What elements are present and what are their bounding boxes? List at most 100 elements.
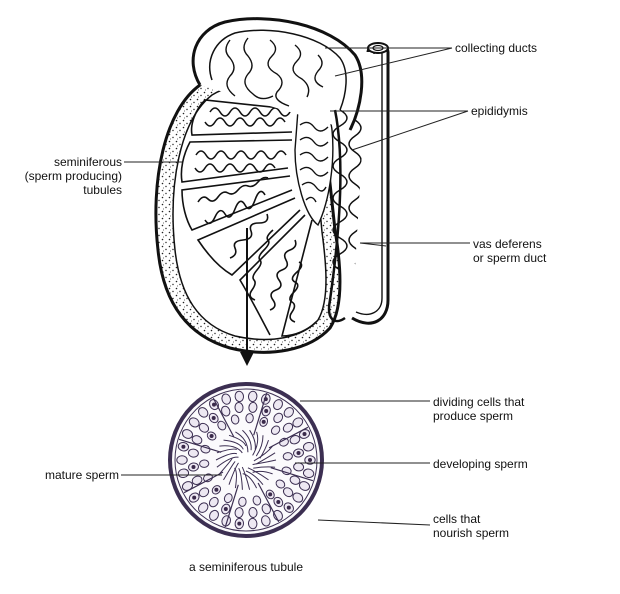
nourishing-cell bbox=[178, 438, 222, 453]
tubule-cell bbox=[273, 509, 283, 521]
sperm-tail bbox=[223, 439, 244, 450]
sperm-tail bbox=[216, 456, 239, 468]
tubule-cell bbox=[230, 414, 240, 425]
tubule-cell bbox=[234, 402, 244, 413]
tubule-cell bbox=[203, 473, 213, 483]
tubule-cell bbox=[302, 441, 315, 452]
tubule-cell bbox=[223, 493, 233, 504]
tubule-cell bbox=[198, 407, 209, 418]
label-nourish-cells-line-2: nourish sperm bbox=[433, 526, 510, 540]
cell-nucleus bbox=[191, 465, 196, 469]
tubule-cell bbox=[191, 475, 203, 485]
sperm-tail bbox=[219, 458, 233, 475]
tubule-cell bbox=[248, 401, 258, 413]
tubule-cell bbox=[198, 502, 209, 513]
label-dividing-cells-line-1: dividing cells that bbox=[433, 395, 525, 409]
label-developing-sperm: developing sperm bbox=[433, 457, 528, 471]
sperm-tail bbox=[252, 470, 273, 475]
sperm-tail bbox=[238, 468, 243, 490]
sperm-tail bbox=[252, 431, 259, 456]
tubule-cell bbox=[283, 407, 294, 418]
nourishing-cell bbox=[224, 484, 239, 528]
tubule-cell bbox=[234, 507, 244, 519]
leader-vas-deferens-2 bbox=[359, 242, 387, 247]
label-seminiferous-line-1: seminiferous bbox=[53, 155, 122, 169]
sperm-tail bbox=[228, 462, 239, 485]
tubule-cell bbox=[302, 468, 315, 479]
label-dividing-cells: dividing cells that produce sperm bbox=[433, 395, 524, 423]
label-mature-sperm: mature sperm bbox=[44, 468, 119, 482]
tubule-cell bbox=[187, 448, 199, 458]
label-epididymis: epididymis bbox=[471, 104, 528, 118]
label-vas-deferens: vas deferens or sperm duct bbox=[473, 237, 546, 265]
tubule-cell bbox=[221, 393, 232, 405]
nourishing-cell bbox=[253, 392, 268, 436]
tubule-cell bbox=[298, 481, 311, 491]
tubule-cell bbox=[289, 475, 301, 485]
tubule-cell bbox=[247, 517, 258, 530]
nourishing-cell bbox=[268, 426, 309, 449]
tubule-cell bbox=[260, 515, 271, 527]
seminiferous-tubule-section bbox=[168, 382, 324, 538]
label-seminiferous-line-2: (sperm producing) bbox=[24, 169, 122, 183]
tubule-cell bbox=[275, 479, 286, 489]
cell-nucleus bbox=[223, 507, 228, 511]
label-vas-deferens-line-2: or sperm duct bbox=[473, 251, 547, 265]
leader-collecting-ducts-2 bbox=[334, 47, 453, 77]
label-seminiferous-line-3: tubules bbox=[83, 183, 122, 197]
tubule-cell bbox=[208, 496, 219, 508]
sperm-tail bbox=[245, 470, 264, 486]
sperm-tail bbox=[235, 431, 249, 453]
tubule-cell bbox=[292, 492, 304, 503]
tubule-cell bbox=[198, 422, 210, 433]
label-seminiferous: seminiferous (sperm producing) tubules bbox=[25, 155, 122, 197]
tubule-cell bbox=[198, 487, 210, 498]
cell-nucleus bbox=[302, 432, 307, 436]
sperm-tail bbox=[249, 429, 256, 450]
cell-nucleus bbox=[286, 505, 291, 510]
cell-nucleus bbox=[211, 416, 216, 420]
nourishing-cell bbox=[270, 467, 314, 482]
tubule-cell bbox=[273, 399, 283, 411]
sperm-tail bbox=[223, 461, 236, 481]
tubule-cell bbox=[238, 496, 247, 507]
tubule-cell bbox=[245, 413, 254, 424]
epididymis bbox=[191, 17, 364, 323]
leader-nourish-cells bbox=[317, 519, 431, 526]
tubule-cell bbox=[282, 422, 294, 433]
cell-nucleus bbox=[261, 419, 266, 424]
cell-nucleus bbox=[276, 500, 281, 504]
leader-lines bbox=[121, 47, 470, 526]
label-vas-deferens-line-1: vas deferens bbox=[473, 237, 542, 251]
tubule-cell bbox=[292, 417, 304, 428]
cell-nucleus bbox=[192, 495, 197, 500]
sperm-tail bbox=[242, 429, 252, 451]
nourishing-cell bbox=[257, 482, 280, 523]
cell-nucleus bbox=[264, 409, 269, 413]
tubule-cell bbox=[188, 417, 200, 428]
tubule-cell bbox=[217, 420, 227, 431]
sperm-tail bbox=[241, 466, 251, 490]
sperm-tail bbox=[255, 435, 264, 457]
cell-nucleus bbox=[214, 487, 219, 492]
tubule-cell bbox=[247, 390, 258, 403]
tubule-cell bbox=[191, 435, 203, 445]
cell-nucleus bbox=[308, 458, 312, 462]
tubule-cell bbox=[252, 495, 262, 506]
zoom-arrow bbox=[240, 228, 254, 366]
tubule-cell bbox=[248, 507, 258, 518]
tubule-cell bbox=[273, 412, 284, 424]
tubule-cell bbox=[176, 455, 188, 465]
cell-nucleus bbox=[296, 451, 301, 455]
caption-seminiferous-tubule: a seminiferous tubule bbox=[188, 560, 304, 574]
sperm-tail bbox=[253, 466, 276, 469]
label-nourish-cells: cells that nourish sperm bbox=[433, 512, 509, 540]
sperm-tail bbox=[228, 434, 247, 447]
sperm-tail bbox=[242, 473, 258, 489]
tubule-cell bbox=[209, 509, 219, 521]
tubule-cell bbox=[282, 487, 294, 498]
tubule-cell bbox=[181, 429, 194, 439]
seminiferous-lobules bbox=[180, 99, 317, 337]
tubule-cell bbox=[270, 425, 281, 435]
sperm-tail bbox=[219, 445, 243, 454]
